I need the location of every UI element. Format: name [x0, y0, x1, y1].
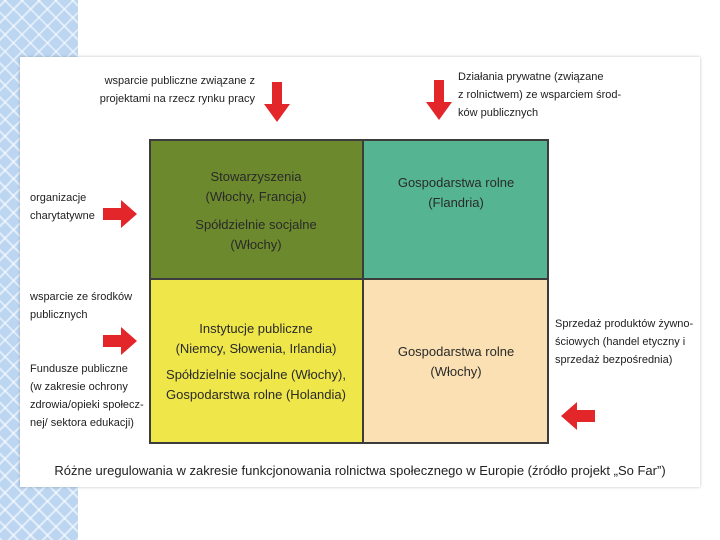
label-charity-organisations: organizacje charytatywne	[30, 192, 95, 222]
figure-caption: Różne uregulowania w zakresie funkcjonow…	[54, 463, 666, 478]
arrow-right-icon	[103, 327, 137, 355]
quadrant-bottom-left: Instytucje publiczne (Niemcy, Słowenia, …	[149, 279, 363, 444]
arrow-down-icon	[426, 80, 452, 120]
quadrant-text: Instytucje publiczne (Niemcy, Słowenia, …	[175, 320, 337, 356]
quadrant-text: Stowarzyszenia (Włochy, Francja)	[205, 169, 307, 204]
quadrant-top-right: Gospodarstwa rolne (Flandria)	[363, 139, 549, 279]
grid-divider-horizontal	[149, 278, 549, 280]
label-public-labour-market-support: wsparcie publiczne związane z projektami…	[99, 75, 255, 105]
arrow-down-icon	[264, 82, 290, 122]
arrow-right-icon	[103, 200, 137, 228]
quadrant-top-left: Stowarzyszenia (Włochy, Francja) Spółdzi…	[149, 139, 363, 279]
label-private-activities: Działania prywatne (związane z rolnictwe…	[458, 71, 622, 119]
quadrant-bottom-right: Gospodarstwa rolne (Włochy)	[363, 279, 549, 444]
quadrant-text: Spółdzielnie socjalne (Włochy)	[195, 217, 317, 252]
quadrant-text: Gospodarstwa rolne (Włochy)	[397, 343, 515, 379]
label-public-funds-support: wsparcie ze środków publicznych	[30, 291, 133, 321]
grid-divider-vertical	[362, 139, 364, 444]
label-food-sales: Sprzedaż produktów żywno- ściowych (hand…	[555, 318, 694, 366]
arrow-left-icon	[561, 402, 595, 430]
label-public-funds-sectors: Fundusze publiczne (w zakresie ochrony z…	[30, 363, 144, 429]
quadrant-text: Spółdzielnie socjalne (Włochy), Gospodar…	[166, 366, 346, 402]
quadrant-text: Gospodarstwa rolne (Flandria)	[397, 175, 515, 210]
